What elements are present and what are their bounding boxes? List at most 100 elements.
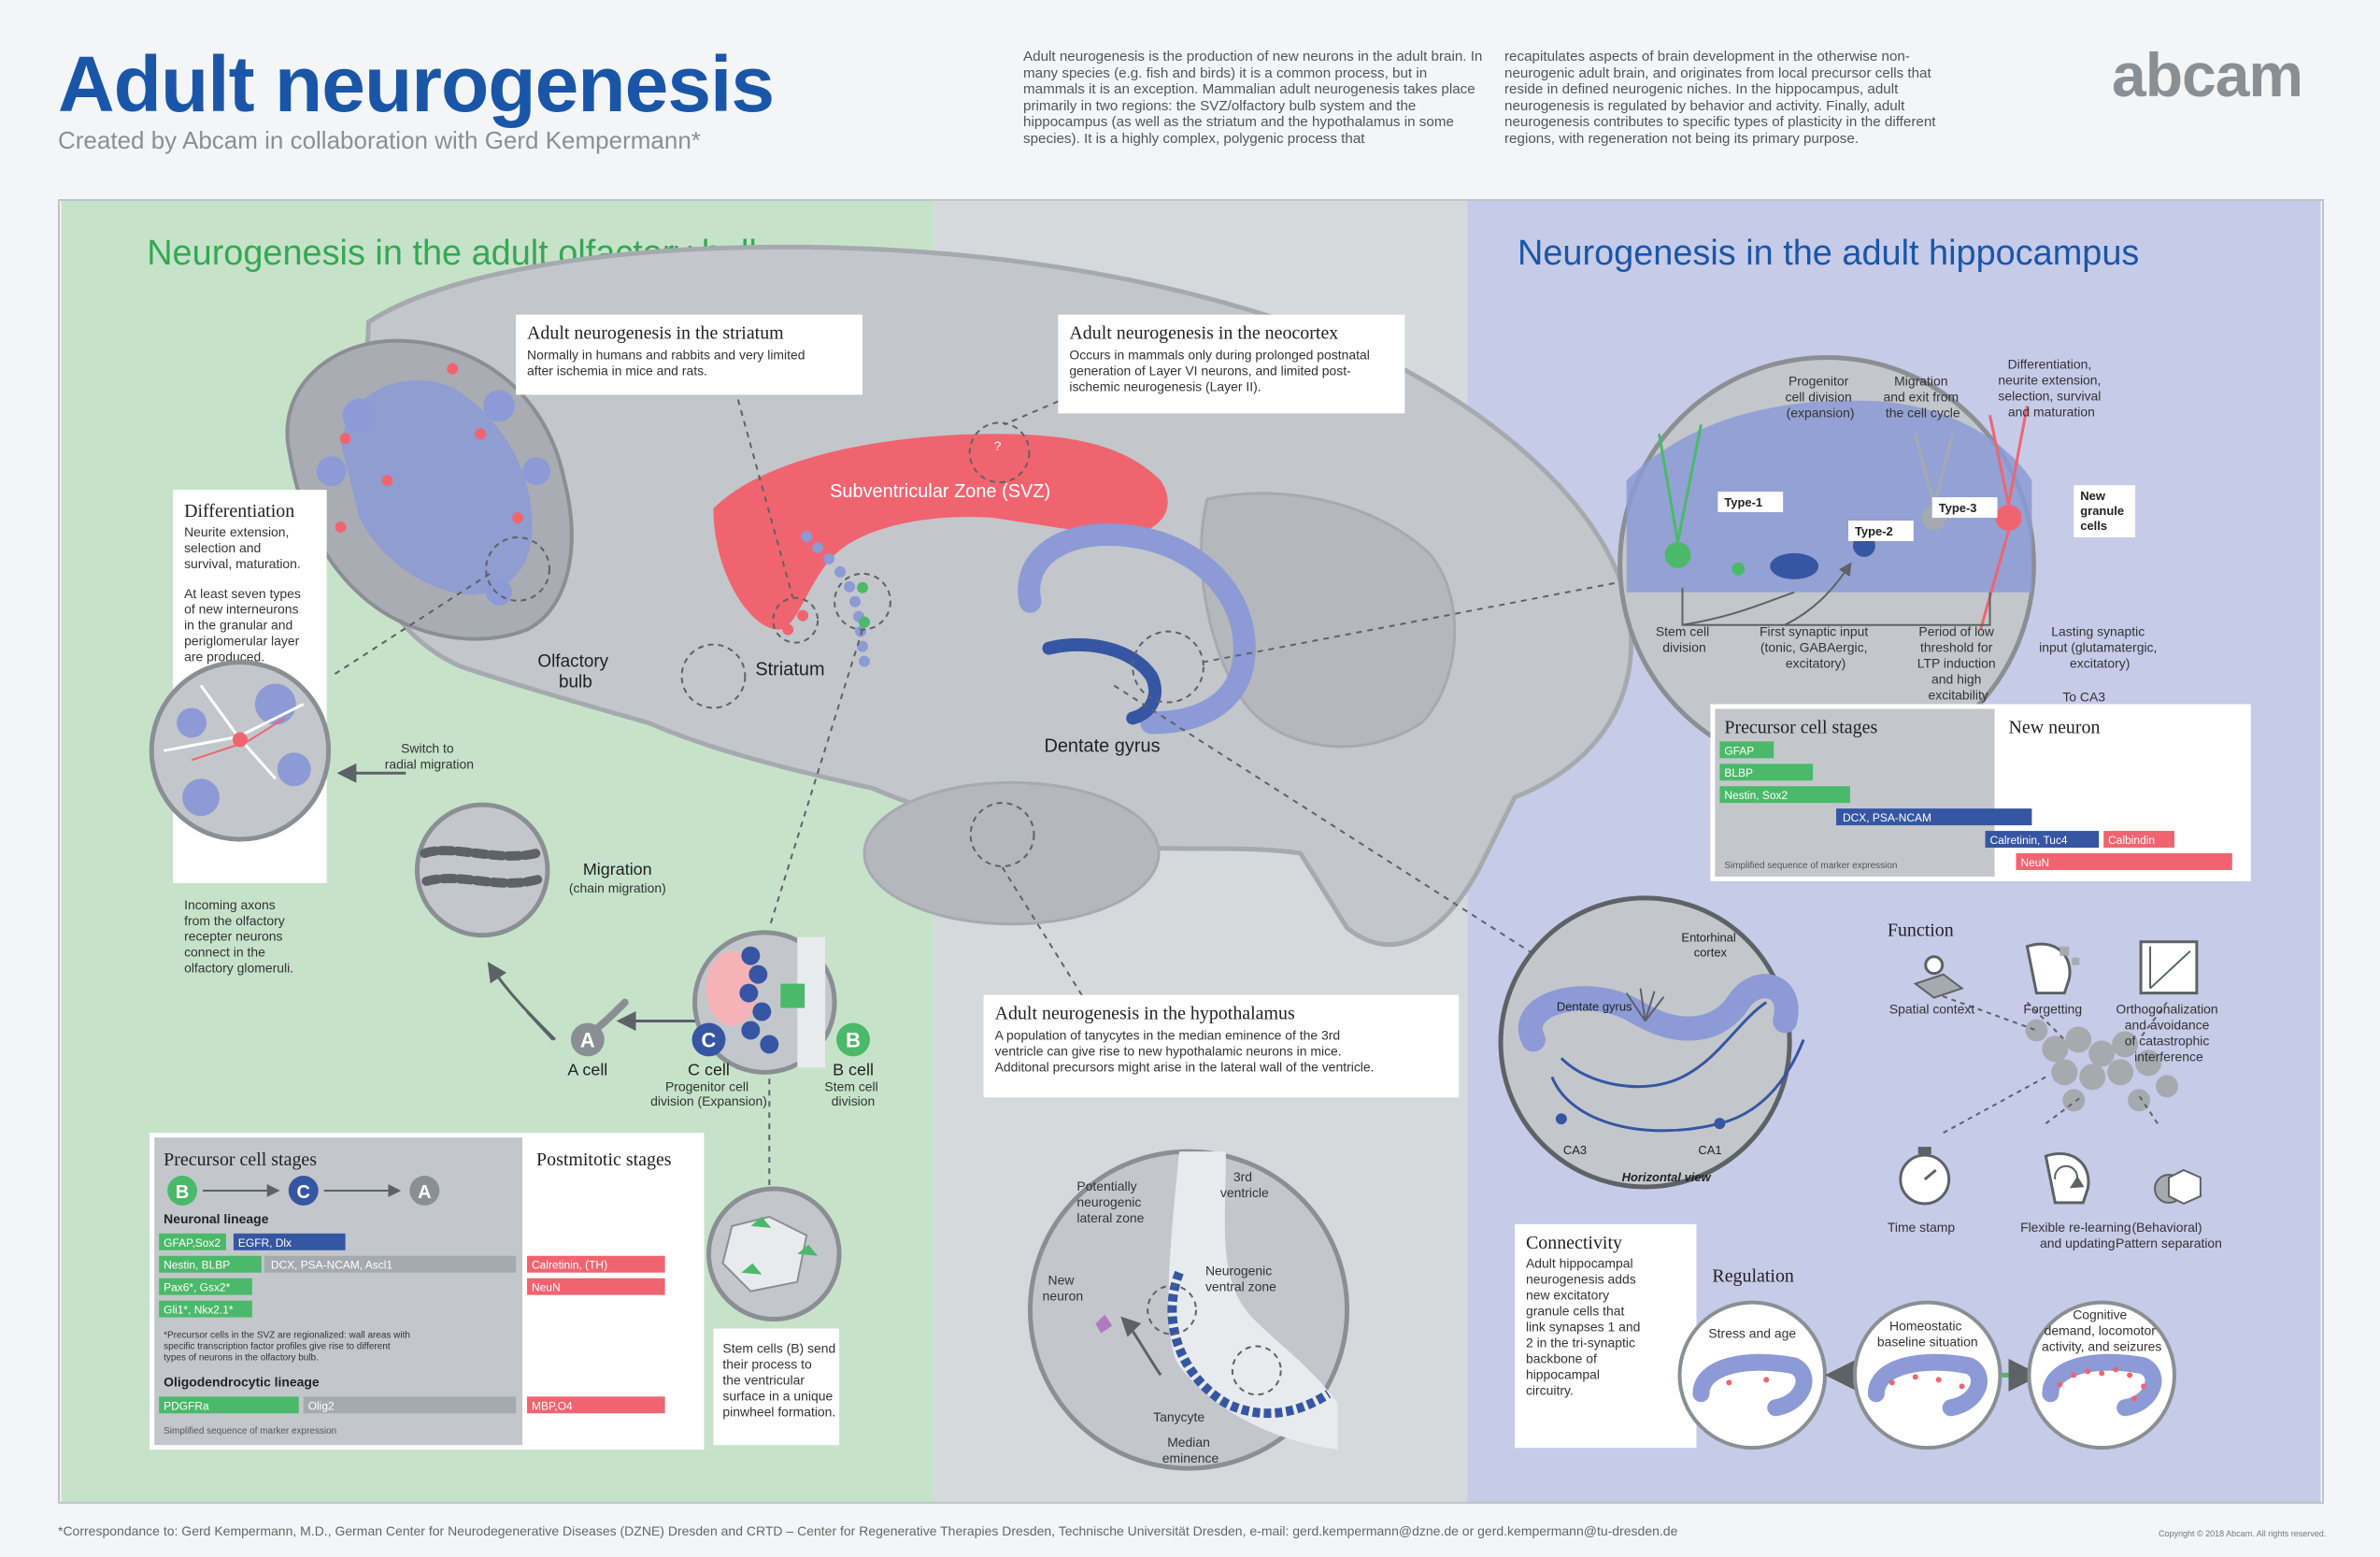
forgetting-label: Forgetting [2023, 1002, 2082, 1017]
hippo-marker-blbp: BLBP [1724, 766, 1753, 779]
function-connectors [1933, 992, 2168, 1135]
hippocampus-section-title: Neurogenesis in the adult hippocampus [1518, 234, 2139, 273]
olfactory-bulb-layers [316, 363, 550, 606]
migration-step-label: Migration and exit from the cell cycle [1884, 373, 1962, 420]
olfactory-stages-right-header: Postmitotic stages [536, 1150, 672, 1170]
hippo-marker-calbindin: Calbindin [2108, 834, 2155, 847]
forgetting-icon [2025, 942, 2080, 995]
entorhinal-label: Entorhinal cortex [1681, 931, 1739, 960]
type-2-label: Type-2 [1855, 524, 1893, 538]
page-title: Adult neurogenesis [58, 40, 775, 128]
stem-cell-text: Stem cells (B) send their process to the… [722, 1340, 839, 1419]
type-1-label: Type-1 [1724, 495, 1762, 509]
glomerulus-zoom-circle [149, 660, 332, 842]
olfactory-zoom [485, 536, 550, 602]
hypothalamus-info-box: Adult neurogenesis in the hypothalamus A… [983, 994, 1460, 1098]
b-cell-dot [857, 581, 868, 593]
hippo-stages-left-header: Precursor cell stages [1724, 717, 1877, 737]
third-ventricle-label: 3rd ventricle [1220, 1169, 1269, 1200]
a-cell-label: A cell [567, 1060, 607, 1078]
stage-a-badge: A [418, 1182, 431, 1203]
oligo-lineage-label: Oligodendrocytic lineage [164, 1374, 320, 1389]
stage-c-badge: C [297, 1182, 310, 1203]
migration-return-arrow [487, 962, 557, 1041]
differentiation-title: Differentiation [184, 501, 294, 521]
migration-circle [414, 802, 550, 938]
c-cell-badge: C [702, 1028, 717, 1051]
migration-label: Migration [583, 860, 652, 878]
relearning-icon [2044, 1151, 2090, 1205]
first-synaptic-label: First synaptic input (tonic, GABAergic, … [1760, 624, 1872, 671]
hippo-marker-gfap: GFAP [1724, 744, 1754, 757]
b-cell-sub: Stem cell division [824, 1078, 881, 1108]
abcam-logo: abcam [2112, 40, 2303, 109]
hippo-marker-dcx: DCX, PSA-NCAM [1843, 811, 1931, 824]
hypothalamus-box-title: Adult neurogenesis in the hypothalamus [995, 1003, 1295, 1023]
olfactory-stages-note: *Precursor cells in the SVZ are regional… [164, 1331, 413, 1364]
stress-age-label: Stress and age [1708, 1326, 1796, 1341]
pattern-separation-icon [2154, 1168, 2202, 1206]
regulation-homeostatic-circle [1852, 1300, 2002, 1450]
b-cell-badge: B [846, 1028, 861, 1051]
marker-olig2: Olig2 [308, 1399, 335, 1412]
horizontal-view-circle [1498, 895, 1805, 1190]
stage-b-badge: B [176, 1182, 189, 1203]
new-neuron-label: New neuron [1043, 1273, 1083, 1304]
olfactory-marker-panel: Precursor cell stages Postmitotic stages… [150, 1133, 705, 1450]
cognitive-label: Cognitive demand, locomotor activity, an… [2042, 1307, 2161, 1354]
incoming-axons-text: Incoming axons from the olfactory recept… [184, 897, 293, 976]
orthogonalization-label: Orthogonalization and avoidance of catas… [2116, 1002, 2221, 1064]
olfactory-stages-left-header: Precursor cell stages [164, 1150, 317, 1170]
marker-pdgfra: PDGFRa [164, 1399, 209, 1412]
marker-dcx: DCX, PSA-NCAM, Ascl1 [271, 1259, 393, 1272]
regulation-title: Regulation [1712, 1266, 1794, 1287]
relearning-label: Flexible re-learning and updating [2020, 1220, 2134, 1250]
function-title: Function [1888, 921, 1954, 941]
neocortex-box-text: Occurs in mammals only during prolonged … [1069, 348, 1373, 394]
hypothalamus-circle [1028, 1149, 1350, 1471]
type-3-label: Type-3 [1939, 501, 1977, 515]
striatum-cell [782, 623, 794, 636]
striatum-box-text: Normally in humans and rabbits and very … [527, 348, 808, 379]
striatum-box-title: Adult neurogenesis in the striatum [527, 323, 784, 344]
page-subtitle: Created by Abcam in collaboration with G… [58, 126, 701, 154]
neocortex-box-title: Adult neurogenesis in the neocortex [1069, 323, 1338, 344]
type-labels: Type-1 Type-2 Type-3 New granule cells [1717, 485, 2136, 541]
hippo-marker-neun: NeuN [2020, 856, 2049, 869]
hippo-stages-right-header: New neuron [2008, 717, 2100, 737]
dentate-gyrus-label: Dentate gyrus [1044, 736, 1160, 756]
median-eminence-label: Median eminence [1162, 1435, 1219, 1465]
marker-nestin: Nestin, BLBP [164, 1259, 230, 1272]
stem-division-label: Stem cell division [1656, 624, 1713, 655]
intro-column-1: Adult neurogenesis is the production of … [1023, 49, 1483, 147]
orthogonalization-icon [2139, 940, 2199, 995]
correspondence-footnote: *Correspondance to: Gerd Kempermann, M.D… [58, 1523, 1678, 1538]
hypothalamus-box-text: A population of tanycytes in the median … [995, 1027, 1375, 1074]
switch-radial-label: Switch to radial migration [385, 740, 474, 771]
rms-migration-zoom [680, 643, 747, 709]
homeostatic-label: Homeostatic baseline situation [1877, 1319, 1978, 1350]
olfactory-bulb-label: Olfactory bulb [537, 652, 613, 693]
c-cell-sub: Progenitor cell division (Expansion) [650, 1078, 767, 1108]
intro-column-2: recapitulates aspects of brain developme… [1504, 49, 1936, 147]
neuronal-lineage-label: Neuronal lineage [164, 1211, 269, 1226]
marker-gfap: GFAP,Sox2 [164, 1236, 221, 1250]
new-granule-label: New granule cells [2080, 489, 2127, 533]
to-ca3-label: To CA3 [2062, 689, 2105, 704]
neocortex-cell [986, 464, 1000, 479]
marker-gli1: Gli1*, Nkx2.1* [164, 1304, 234, 1317]
horizontal-dg-label: Dentate gyrus [1557, 1000, 1632, 1014]
marker-egfr: EGFR, Dlx [238, 1236, 292, 1250]
neocortex-info-box: Adult neurogenesis in the neocortex Occu… [1058, 314, 1405, 414]
svz-region [713, 434, 1168, 630]
function-network [2025, 1019, 2178, 1112]
olfactory-stages-footer: Simplified sequence of marker expression [164, 1426, 336, 1436]
rostral-migratory-stream [801, 530, 870, 667]
svz-niche-circle [692, 930, 837, 1075]
regulation-stress-circle [1677, 1300, 1828, 1450]
striatum-cell [797, 609, 809, 621]
neocortex-zoom [968, 421, 1031, 484]
connectivity-title: Connectivity [1526, 1233, 1622, 1253]
pinwheel-circle [705, 1186, 842, 1322]
tanycyte-label: Tanycyte [1153, 1409, 1204, 1424]
